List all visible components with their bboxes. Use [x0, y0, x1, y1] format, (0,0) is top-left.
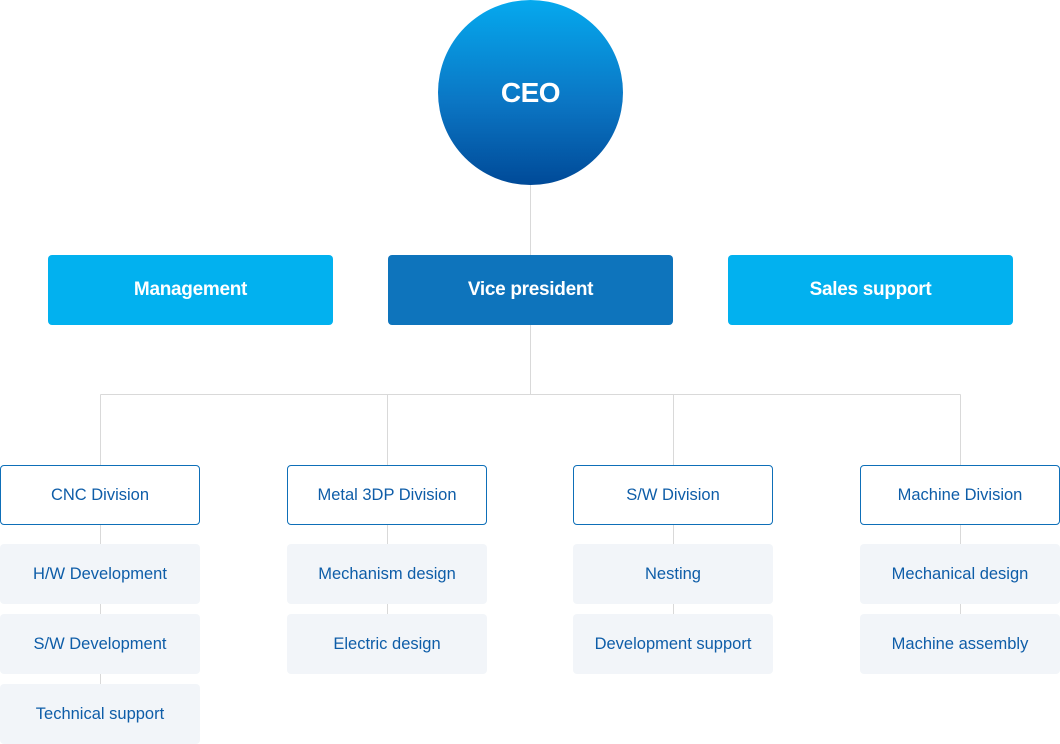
- management-label: Management: [133, 279, 248, 300]
- metal-3dp-division-node: Metal 3DP Division: [287, 465, 487, 525]
- team-electric-design: Electric design: [287, 614, 487, 674]
- team-technical-support: Technical support: [0, 684, 200, 744]
- team-mechanism-design: Mechanism design: [287, 544, 487, 604]
- division-label: Metal 3DP Division: [317, 485, 457, 504]
- sales-support-node: Sales support: [728, 255, 1013, 325]
- team-label: Technical support: [35, 704, 165, 723]
- team-machine-assembly: Machine assembly: [860, 614, 1060, 674]
- team-hw-development: H/W Development: [0, 544, 200, 604]
- machine-division-node: Machine Division: [860, 465, 1060, 525]
- team-label: Mechanism design: [318, 564, 456, 583]
- management-node: Management: [48, 255, 333, 325]
- ceo-node: CEO: [438, 0, 623, 185]
- team-label: S/W Development: [33, 634, 167, 653]
- team-nesting: Nesting: [573, 544, 773, 604]
- cnc-division-node: CNC Division: [0, 465, 200, 525]
- team-label: Mechanical design: [891, 564, 1029, 583]
- team-label: Machine assembly: [891, 634, 1029, 653]
- division-label: CNC Division: [50, 485, 150, 504]
- vice-president-label: Vice president: [467, 279, 594, 300]
- vice-president-node: Vice president: [388, 255, 673, 325]
- team-label: Nesting: [645, 564, 701, 583]
- team-sw-development: S/W Development: [0, 614, 200, 674]
- team-label: Electric design: [333, 634, 441, 653]
- division-label: Machine Division: [897, 485, 1023, 504]
- ceo-label: CEO: [500, 76, 561, 108]
- division-label: S/W Division: [626, 485, 720, 504]
- sw-division-node: S/W Division: [573, 465, 773, 525]
- team-mechanical-design: Mechanical design: [860, 544, 1060, 604]
- team-development-support: Development support: [573, 614, 773, 674]
- sales-support-label: Sales support: [809, 279, 932, 300]
- team-label: H/W Development: [33, 564, 167, 583]
- team-label: Development support: [594, 634, 752, 653]
